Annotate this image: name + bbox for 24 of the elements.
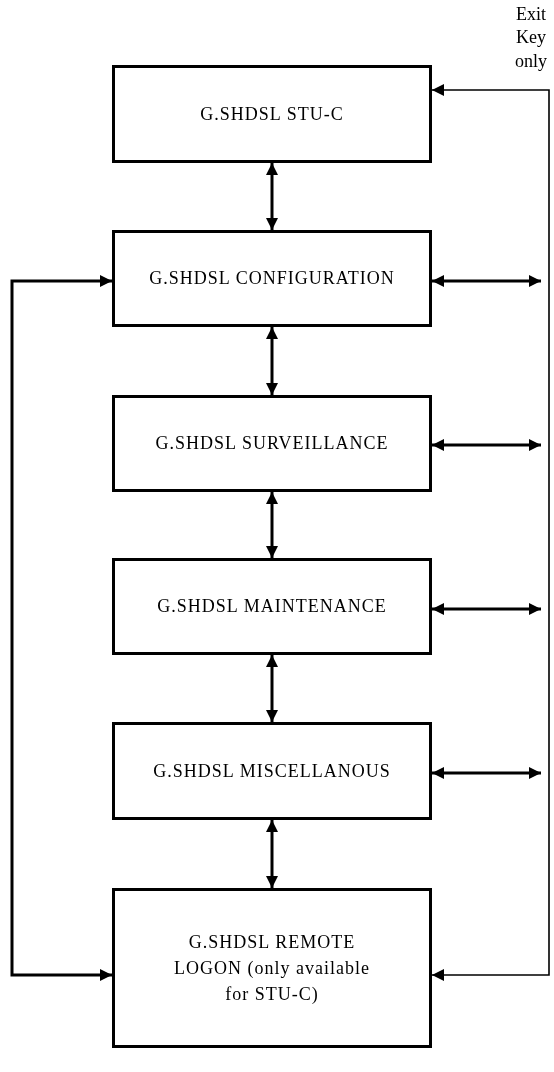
note-text: Exit Key only <box>514 3 548 73</box>
box-label: G.SHDSL CONFIGURATION <box>149 267 395 291</box>
box-label: G.SHDSL REMOTE LOGON (only available for STU-C) <box>173 930 371 1007</box>
arrow <box>266 655 278 722</box>
arrow <box>432 603 541 615</box>
process-box <box>112 888 432 1048</box>
process-box <box>112 395 432 492</box>
process-box <box>112 558 432 655</box>
box-label: G.SHDSL SURVEILLANCE <box>155 432 389 456</box>
box-label: G.SHDSL MISCELLANOUS <box>153 759 391 783</box>
arrow <box>266 163 278 230</box>
arrow <box>266 327 278 395</box>
arrow <box>10 275 112 981</box>
box-label: G.SHDSL MAINTENANCE <box>157 595 387 619</box>
process-box <box>112 722 432 820</box>
arrow <box>432 439 541 451</box>
arrow <box>266 492 278 558</box>
arrow <box>432 767 541 779</box>
arrow <box>432 275 541 287</box>
process-box <box>112 65 432 163</box>
arrow <box>431 84 550 981</box>
arrow <box>266 820 278 888</box>
box-label: G.SHDSL STU-C <box>200 102 344 126</box>
process-box <box>112 230 432 327</box>
